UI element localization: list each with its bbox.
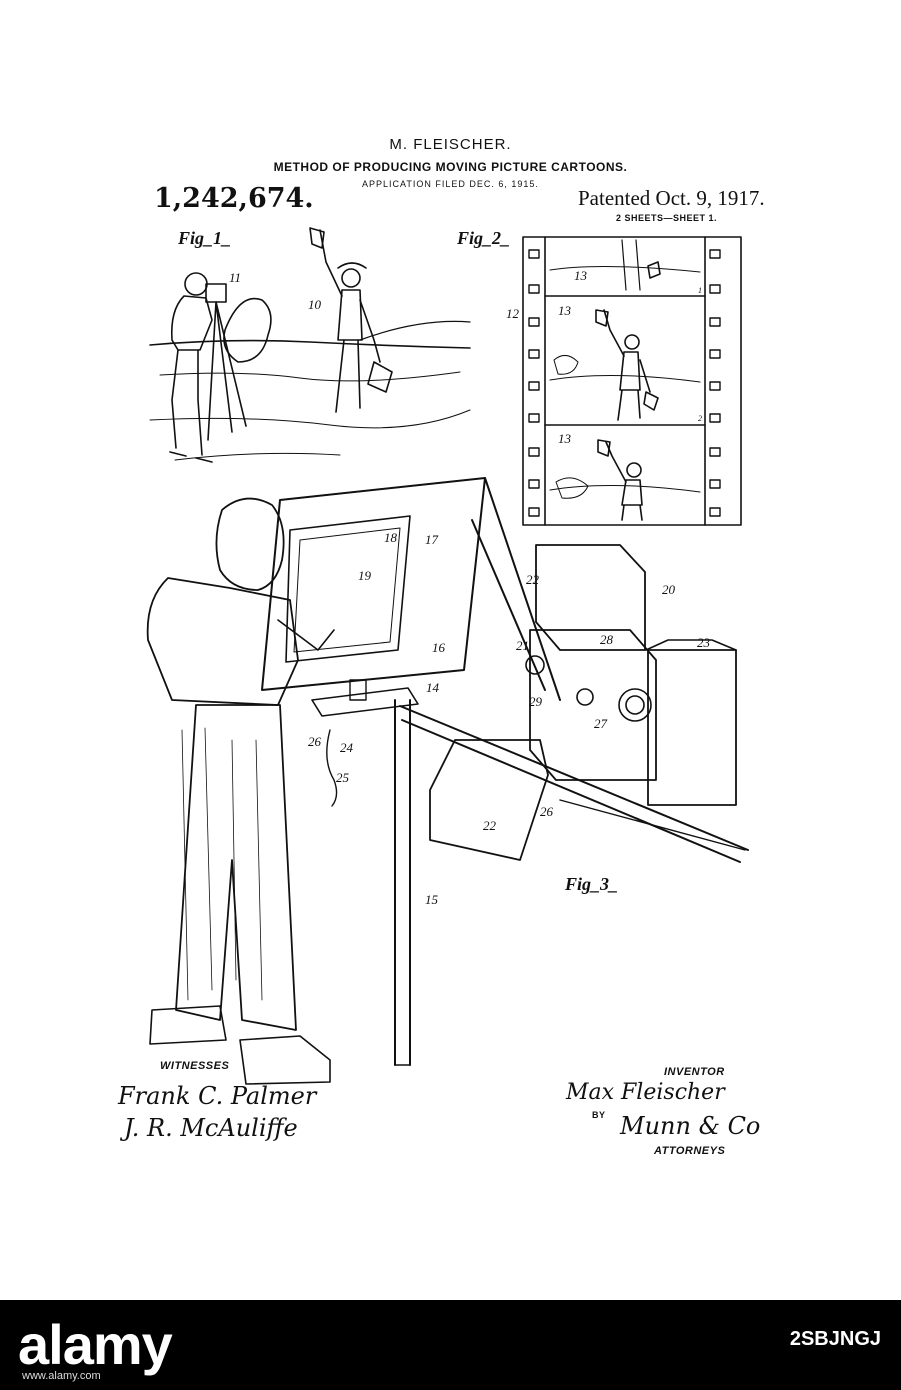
fig1-illustration <box>150 228 470 462</box>
frame-number-1: 1 <box>698 286 702 295</box>
attorney-signature: Munn & Co <box>620 1112 760 1140</box>
ref-13-c: 13 <box>558 431 571 447</box>
ref-26-b: 26 <box>540 804 553 820</box>
ref-14: 14 <box>426 680 439 696</box>
witnesses-label: WITNESSES <box>160 1060 229 1072</box>
ref-20: 20 <box>662 582 675 598</box>
watermark-logo: alamy <box>18 1312 172 1377</box>
watermark-bar: alamy www.alamy.com 2SBJNGJ <box>0 1300 901 1390</box>
watermark-url: www.alamy.com <box>22 1370 101 1382</box>
ref-17: 17 <box>425 532 438 548</box>
ref-15: 15 <box>425 892 438 908</box>
ref-21: 21 <box>516 638 529 654</box>
ref-28: 28 <box>600 632 613 648</box>
inventor-signature: Max Fleischer <box>566 1080 725 1105</box>
ref-26-a: 26 <box>308 734 321 750</box>
fig2-filmstrip <box>523 237 741 525</box>
frame-number-2: 2 <box>698 414 702 423</box>
ref-29: 29 <box>529 694 542 710</box>
ref-25: 25 <box>336 770 349 786</box>
ref-18: 18 <box>384 530 397 546</box>
ref-23: 23 <box>697 635 710 651</box>
ref-24: 24 <box>340 740 353 756</box>
ref-19: 19 <box>358 568 371 584</box>
patent-sheet: M. FLEISCHER. METHOD OF PRODUCING MOVING… <box>0 0 901 1300</box>
fig2-label: Fig_2_ <box>457 228 510 249</box>
witness-signature-2: J. R. McAuliffe <box>124 1114 298 1142</box>
ref-13-b: 13 <box>558 303 571 319</box>
ref-27: 27 <box>594 716 607 732</box>
watermark-stock-id: 2SBJNGJ <box>790 1328 881 1351</box>
ref-22-b: 22 <box>483 818 496 834</box>
fig3-label: Fig_3_ <box>565 874 618 895</box>
ref-22-a: 22 <box>526 572 539 588</box>
fig3-illustration <box>148 478 748 1084</box>
fig1-label: Fig_1_ <box>178 228 231 249</box>
inventor-label: INVENTOR <box>664 1066 725 1078</box>
ref-16: 16 <box>432 640 445 656</box>
ref-11: 11 <box>229 270 241 286</box>
ref-10: 10 <box>308 297 321 313</box>
attorneys-label: ATTORNEYS <box>654 1145 725 1157</box>
by-label: BY <box>592 1110 606 1120</box>
ref-12: 12 <box>506 306 519 322</box>
ref-13-a: 13 <box>574 268 587 284</box>
witness-signature-1: Frank C. Palmer <box>118 1082 316 1110</box>
